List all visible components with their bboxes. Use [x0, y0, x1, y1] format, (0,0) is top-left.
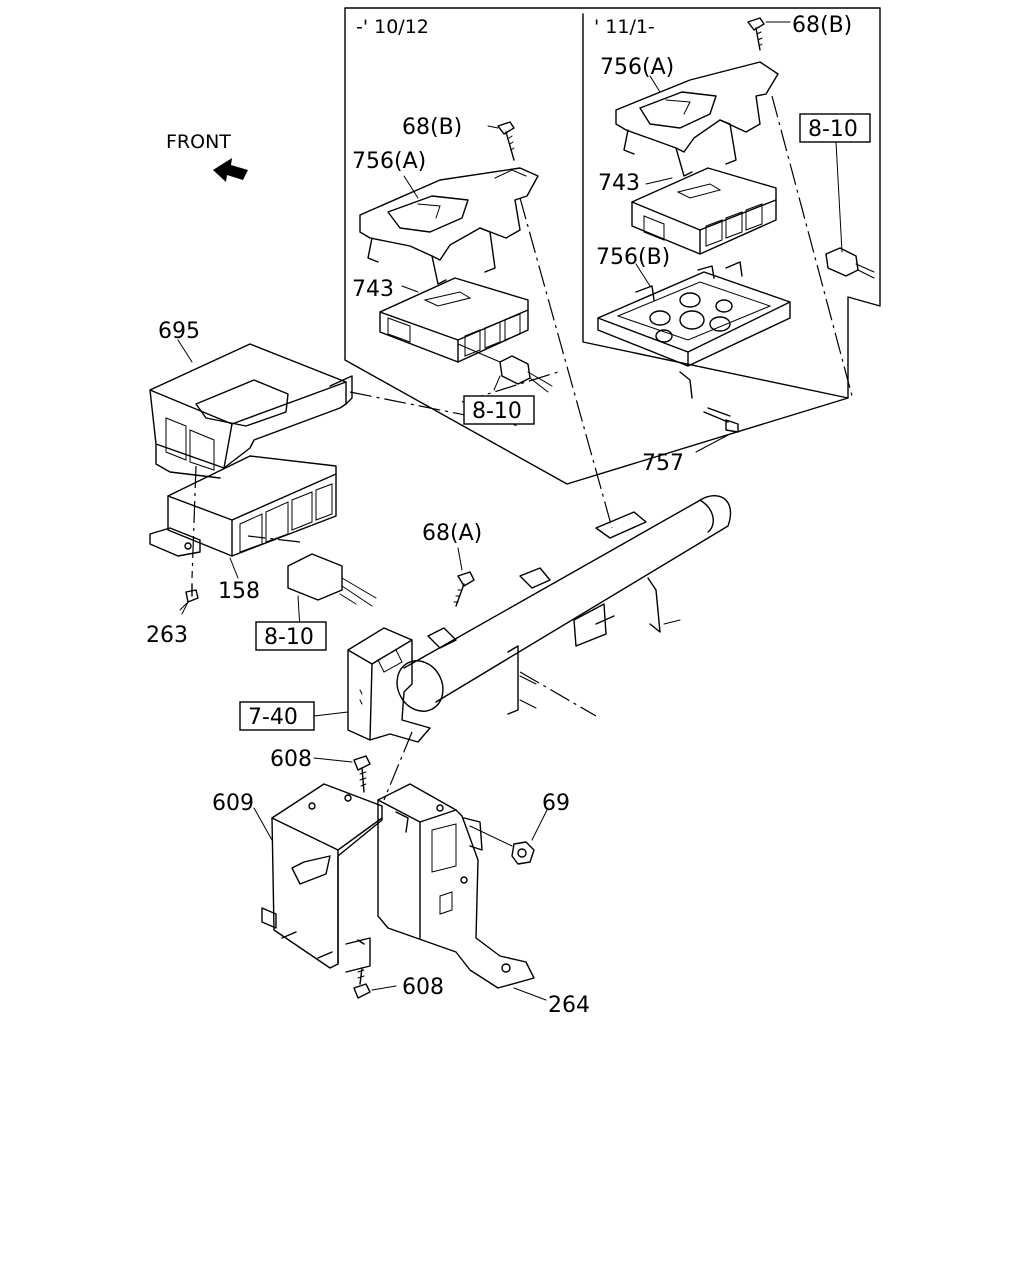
bolt-757	[703, 407, 739, 433]
tray-756b-late	[597, 261, 791, 399]
ref-label-810-early: 8-10	[472, 399, 522, 424]
label-69: 69	[542, 791, 570, 816]
bolt-68b-late	[747, 17, 765, 51]
connector-left	[287, 553, 377, 631]
label-68a: 68(A)	[422, 521, 482, 546]
label-158: 158	[218, 579, 260, 604]
bolt-68a	[453, 571, 475, 607]
ref-label-740: 7-40	[248, 705, 298, 730]
connector-late	[825, 247, 875, 279]
leader-lines-lower	[177, 339, 549, 1001]
label-68b-early: 68(B)	[402, 115, 462, 140]
nut-69	[469, 825, 535, 865]
connector-early	[457, 343, 553, 393]
label-757: 757	[642, 451, 684, 476]
label-756a-early: 756(A)	[352, 149, 426, 174]
label-608-bottom: 608	[402, 975, 444, 1000]
label-609: 609	[212, 791, 254, 816]
panel-caption-early: -' 10/12	[356, 16, 429, 38]
front-label: FRONT	[166, 131, 231, 153]
bracket-609	[261, 783, 383, 973]
cross-beam	[396, 495, 732, 715]
ref-label-810-left: 8-10	[264, 625, 314, 650]
ref-box-810-left[interactable]: 8-10	[255, 621, 327, 651]
label-743-early: 743	[352, 277, 394, 302]
label-756b-late: 756(B)	[596, 245, 670, 270]
label-743-late: 743	[598, 171, 640, 196]
bracket-7-40	[347, 627, 431, 743]
label-695: 695	[158, 319, 200, 344]
bracket-756a-late	[615, 61, 779, 177]
label-264: 264	[548, 993, 590, 1018]
bolt-608-top	[353, 755, 371, 793]
ecu-158	[149, 455, 337, 557]
module-743-late	[631, 167, 777, 255]
assembly-lines	[191, 95, 853, 801]
ref-box-810-early[interactable]: 8-10	[463, 395, 535, 425]
ref-box-740[interactable]: 7-40	[239, 701, 315, 731]
panel-outline	[344, 7, 881, 485]
front-arrow-icon	[213, 158, 248, 182]
bolt-608-bottom	[353, 967, 371, 999]
bracket-264	[377, 783, 535, 989]
ref-label-810-late: 8-10	[808, 117, 858, 142]
leader-lines-upper	[401, 21, 843, 453]
bolt-68b-early	[497, 121, 515, 161]
label-608-top: 608	[270, 747, 312, 772]
cover-695	[149, 343, 353, 479]
label-756a-late: 756(A)	[600, 55, 674, 80]
ref-box-810-late[interactable]: 8-10	[799, 113, 871, 143]
label-263: 263	[146, 623, 188, 648]
panel-caption-late: ' 11/1-	[594, 16, 655, 38]
label-68b-late: 68(B)	[792, 13, 852, 38]
bracket-756a-early	[359, 167, 539, 285]
module-743-early	[379, 277, 529, 363]
bolt-263	[179, 583, 199, 611]
